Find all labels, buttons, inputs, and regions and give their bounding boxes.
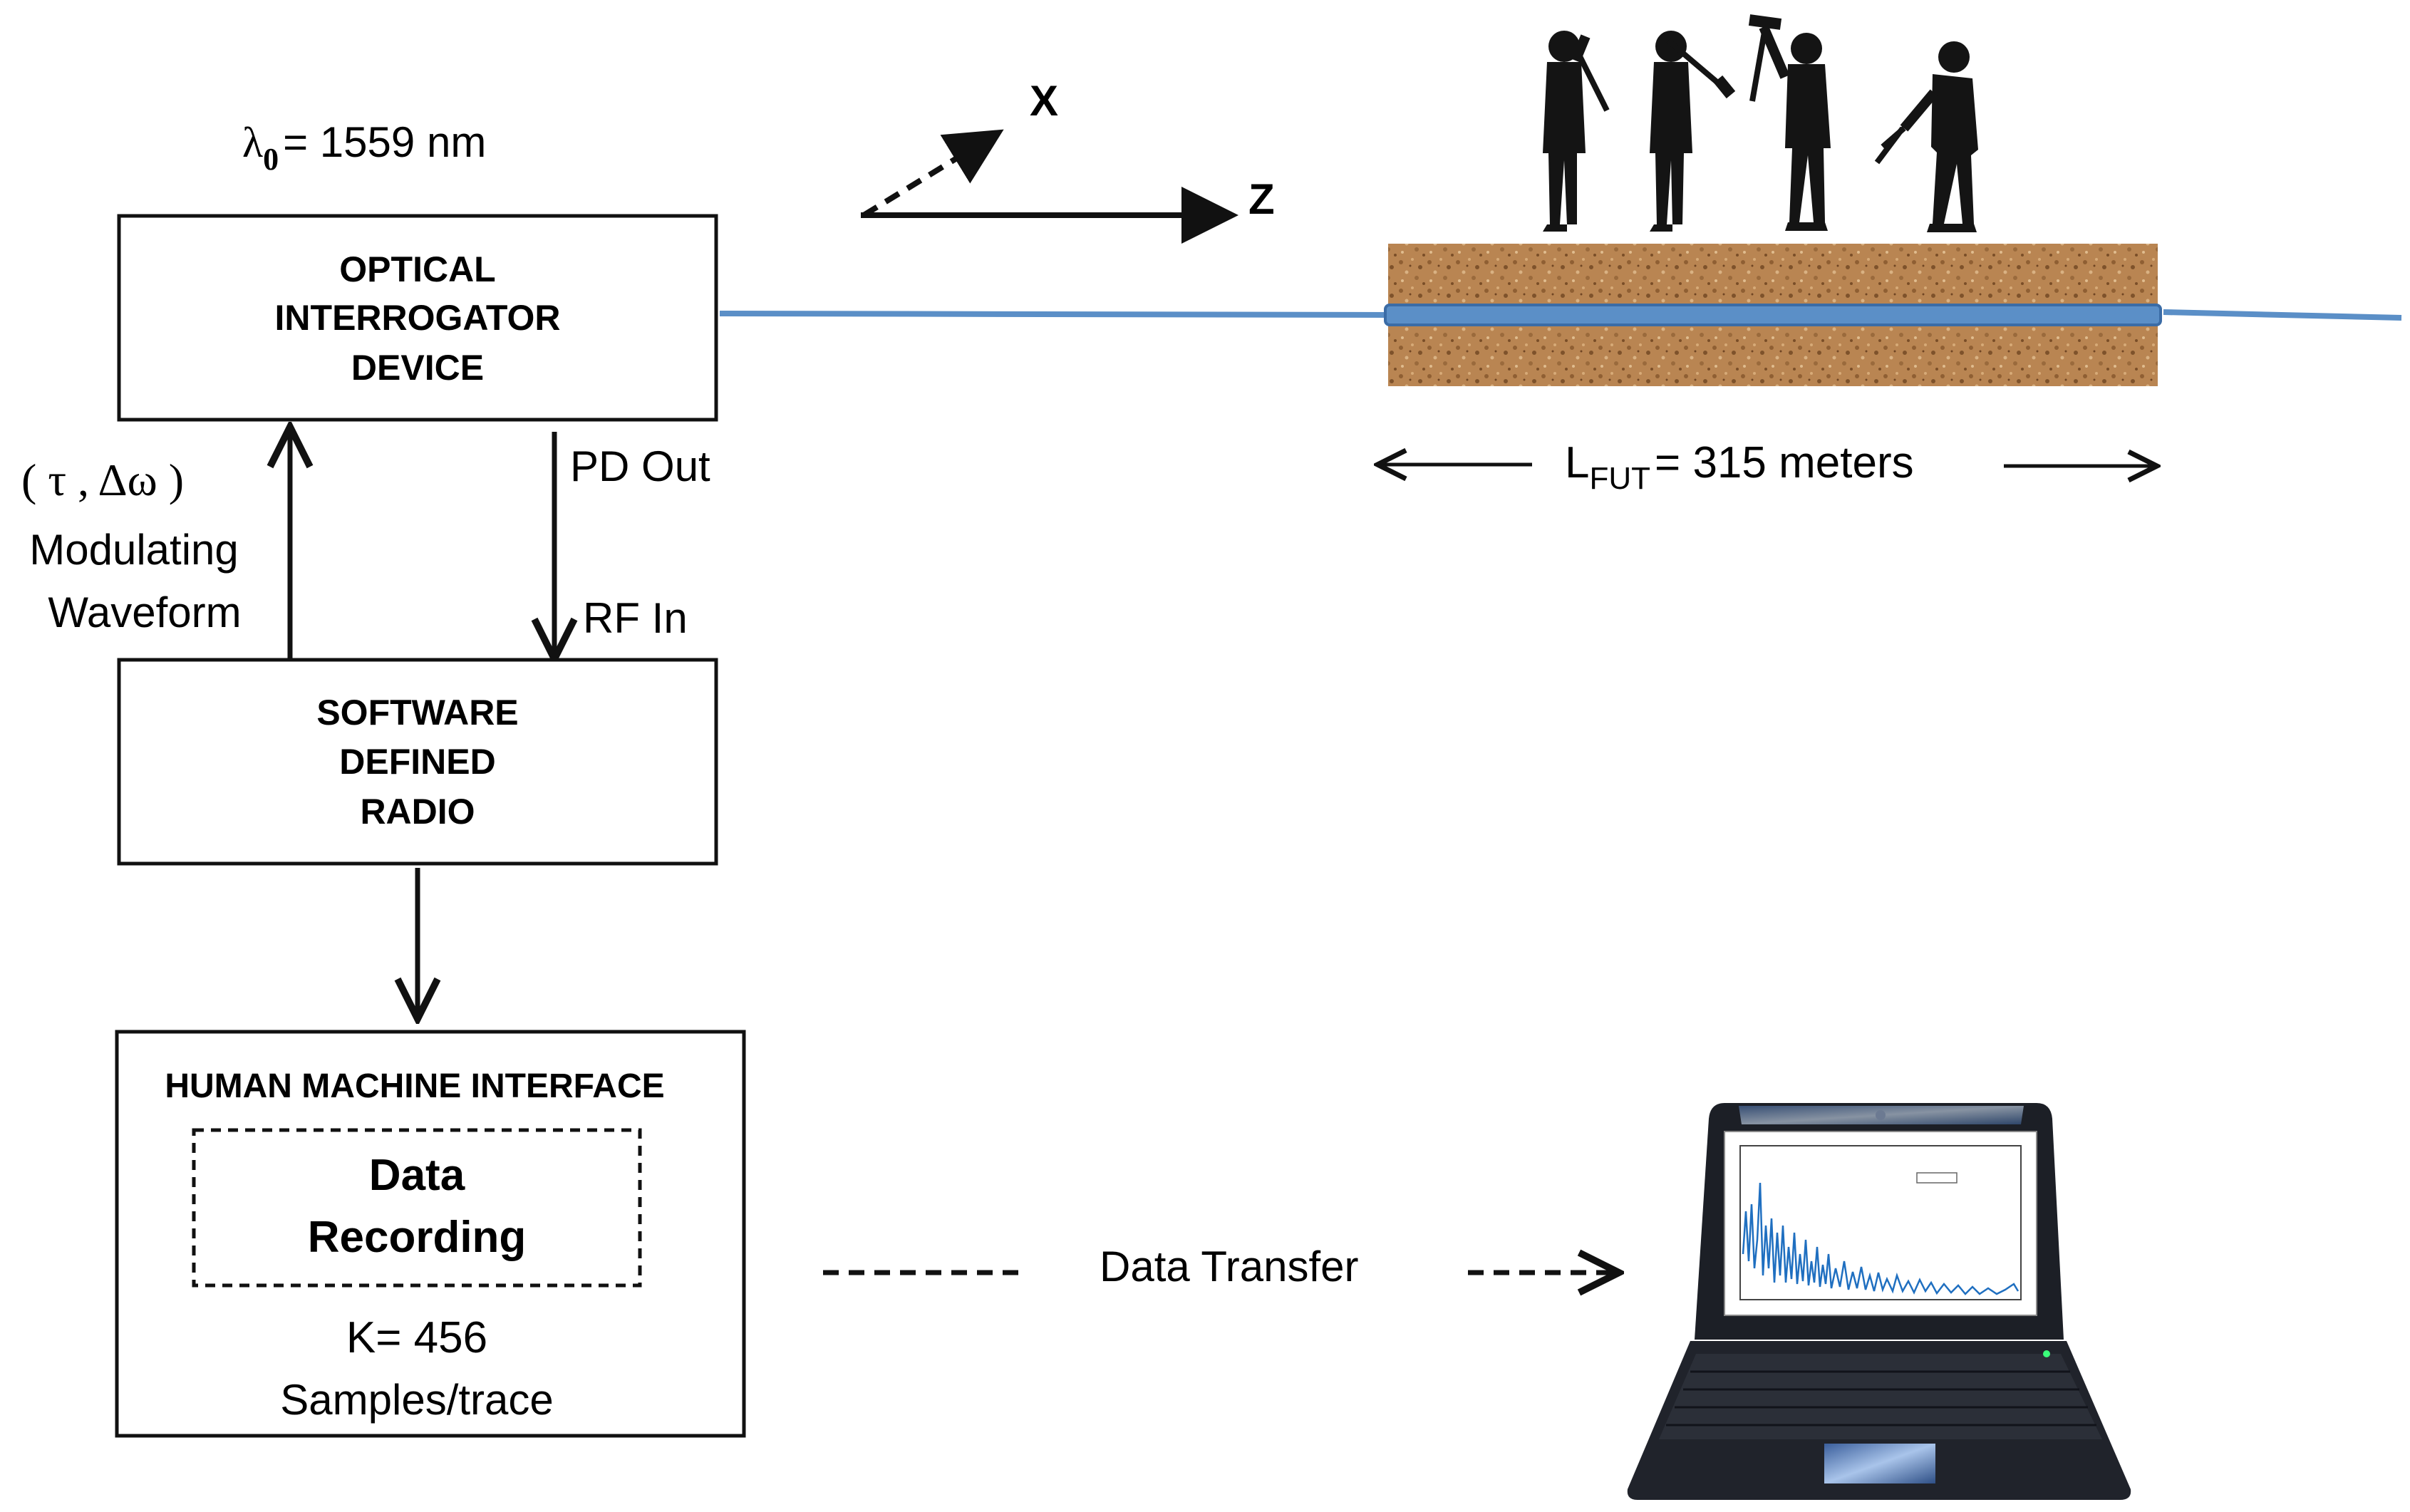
optical-interrogator-box [117, 214, 718, 422]
fiber-length-indicator: LFUT= 315 meters [1381, 438, 2153, 496]
fiber-under-test [719, 244, 2402, 386]
z-axis-label: Z [1248, 175, 1275, 223]
worker-silhouette-icon [1650, 31, 1736, 232]
worker-silhouette-icon [1748, 14, 1831, 231]
data-transfer-label: Data Transfer [1100, 1243, 1359, 1290]
laptop-keyboard [1666, 1370, 2096, 1426]
modulation-params: ( τ , Δω ) [21, 455, 184, 505]
worker-silhouette-icon [1543, 31, 1610, 232]
sdr-label-line2: DEFINED [339, 742, 495, 782]
x-axis-label: X [1030, 77, 1058, 125]
sdr-label-line1: SOFTWARE [316, 693, 518, 732]
modulating-label: Modulating [29, 526, 239, 574]
data-recording-line1: Data [369, 1151, 465, 1200]
interrogator-label-line3: DEVICE [351, 348, 484, 388]
data-recording-line2: Recording [308, 1213, 527, 1262]
samples-per-trace-label: Samples/trace [280, 1376, 554, 1424]
sdr-label-line3: RADIO [360, 792, 475, 832]
optical-interrogator-block: OPTICAL INTERROGATOR DEVICE [117, 214, 718, 422]
laptop-screen-plot [1742, 1182, 2019, 1295]
buried-fiber-segment [1384, 304, 2162, 326]
data-recording-box [192, 1128, 642, 1288]
pd-out-label: PD Out [570, 442, 710, 490]
laptop-icon [1627, 1103, 2131, 1500]
human-machine-interface-block: HUMAN MACHINE INTERFACE Data Recording K… [115, 1030, 746, 1438]
worker-silhouette-icon [1874, 41, 1978, 232]
software-defined-radio-box [117, 658, 718, 866]
data-transfer-link: Data Transfer [823, 1243, 1614, 1290]
laptop-power-led [2043, 1350, 2050, 1357]
fiber-lead-line [719, 311, 1390, 318]
software-defined-radio-block: SOFTWARE DEFINED RADIO [117, 658, 718, 866]
coordinate-axes: X Z [861, 77, 1275, 244]
waveform-label: Waveform [48, 589, 241, 636]
interrogator-label-line2: INTERROGATOR [275, 298, 561, 338]
samples-k-label: K= 456 [346, 1313, 487, 1362]
laptop-webcam [1876, 1110, 1886, 1120]
fiber-tail-line [2163, 309, 2402, 321]
fiber-length-label: LFUT= 315 meters [1565, 438, 1914, 496]
rf-in-label: RF In [583, 594, 688, 642]
interrogator-label-line1: OPTICAL [339, 249, 495, 289]
hmi-title: HUMAN MACHINE INTERFACE [165, 1067, 664, 1105]
x-axis-arrow [862, 129, 1004, 218]
workers-group [1543, 14, 1978, 232]
laptop-touchpad [1824, 1444, 1935, 1483]
wavelength-label: λ0= 1559 nm [242, 118, 486, 177]
